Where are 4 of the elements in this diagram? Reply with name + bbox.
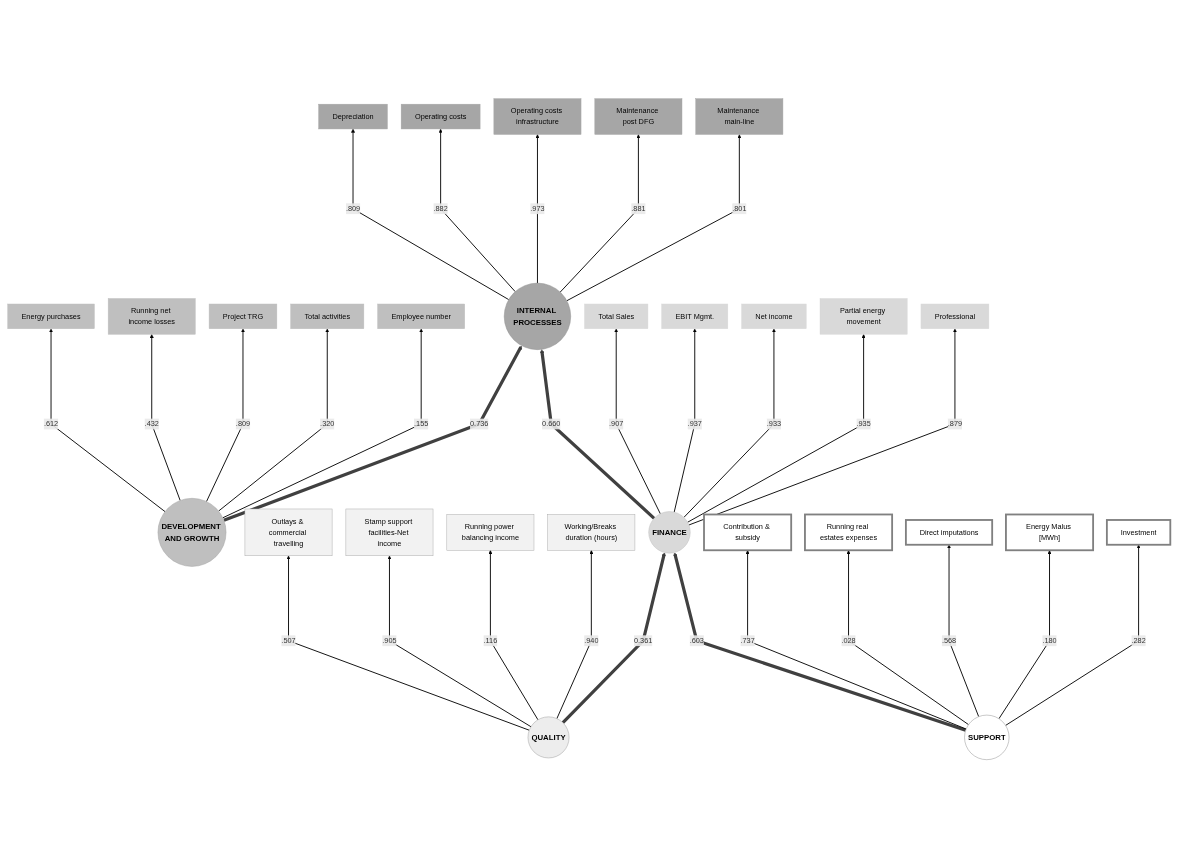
arrow [222, 345, 522, 523]
arrow [539, 349, 655, 520]
arrow [561, 552, 666, 725]
arrow [672, 552, 966, 733]
